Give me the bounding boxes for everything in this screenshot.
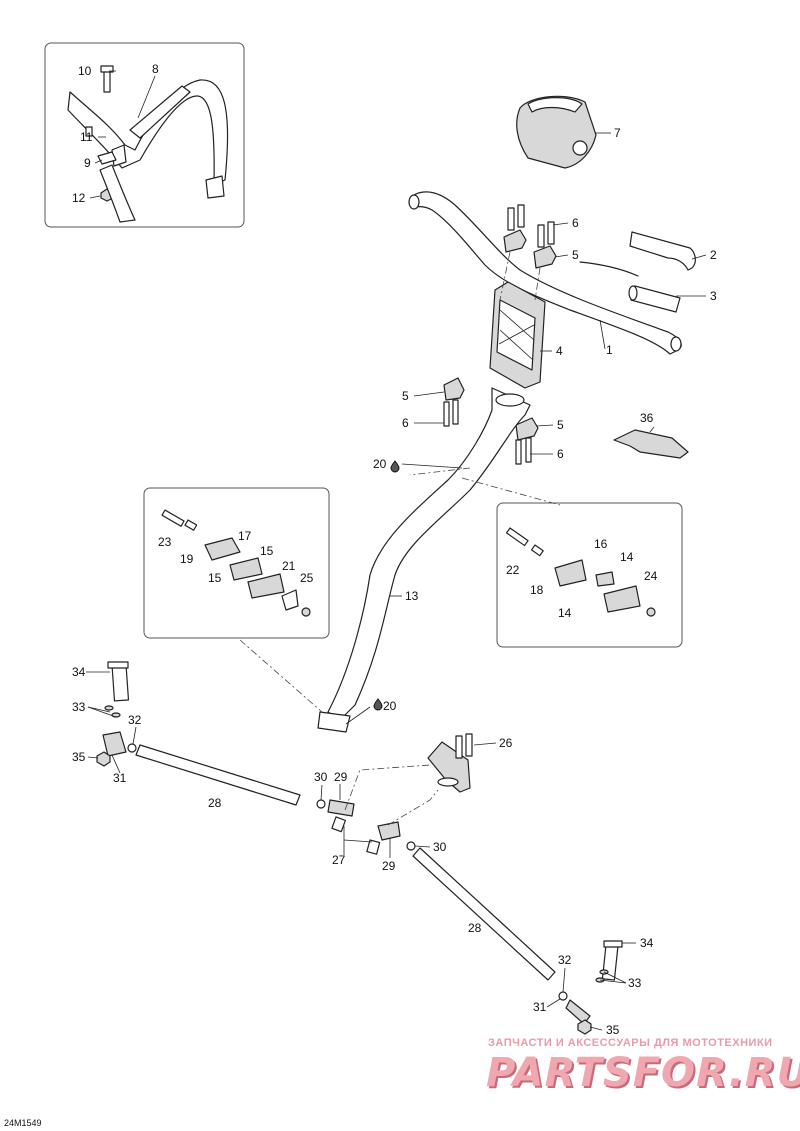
callout-20b: 20: [383, 699, 397, 713]
callout-35b: 35: [606, 1023, 620, 1037]
callout-8: 8: [152, 62, 159, 76]
tie-rod-left-assembly: [96, 661, 355, 833]
callout-35a: 35: [72, 750, 86, 764]
callout-6b: 6: [402, 416, 409, 430]
callout-16: 16: [594, 537, 608, 551]
callout-28a: 28: [208, 796, 222, 810]
callout-33b: 33: [628, 976, 642, 990]
callout-5c: 5: [557, 418, 564, 432]
callout-23: 23: [158, 535, 172, 549]
document-code: 24M1549: [4, 1118, 42, 1128]
callout-17: 17: [238, 529, 252, 543]
callout-36: 36: [640, 411, 654, 425]
callout-9: 9: [84, 156, 91, 170]
upper-clamps: [499, 204, 557, 301]
callout-1: 1: [606, 343, 613, 357]
callout-13: 13: [405, 589, 419, 603]
callout-6c: 6: [557, 447, 564, 461]
callout-29a: 29: [334, 770, 348, 784]
callout-20a: 20: [373, 457, 387, 471]
tie-rod-right-assembly: [366, 821, 623, 1035]
callout-5a: 5: [572, 248, 579, 262]
callout-29b: 29: [382, 859, 396, 873]
callout-21: 21: [282, 559, 296, 573]
callout-14a: 14: [558, 606, 572, 620]
leader-lines: [86, 70, 707, 1031]
callout-15b: 15: [260, 544, 274, 558]
callout-4: 4: [556, 344, 563, 358]
inset-box-left-ball-joint: [143, 487, 330, 639]
handlebar: [408, 191, 682, 355]
grip-right: [628, 285, 681, 313]
lower-clamps: [443, 377, 539, 465]
oil-drop-icon: [373, 698, 383, 711]
left-ball-joint-inset: [161, 509, 311, 617]
steering-column: [317, 387, 531, 733]
steering-arm: [427, 733, 473, 793]
right-ball-joint-inset: [505, 527, 656, 617]
callout-10: 10: [78, 64, 92, 78]
watermark-logo: PARTSFOR.RU: [486, 1050, 800, 1096]
callout-31b: 31: [533, 1000, 547, 1014]
callout-33a: 33: [72, 700, 86, 714]
callout-19: 19: [180, 552, 194, 566]
inset-box-handlebar-clamp: [44, 42, 245, 228]
callout-32b: 32: [558, 953, 572, 967]
callout-30a: 30: [314, 770, 328, 784]
callout-26: 26: [499, 736, 513, 750]
callout-27: 27: [332, 853, 346, 867]
callout-14b: 14: [620, 550, 634, 564]
callout-5b: 5: [402, 389, 409, 403]
callout-30b: 30: [433, 840, 447, 854]
callout-labels: 1 2 3 4 5 5 5 6 6 6 7 8 9 10 11 12 13 14…: [72, 62, 717, 1037]
inset-box-right-ball-joint: [496, 502, 683, 648]
callout-2: 2: [710, 248, 717, 262]
grip-left: [629, 231, 696, 271]
callout-25: 25: [300, 571, 314, 585]
handlebar-cover: [516, 95, 597, 169]
callout-24: 24: [644, 569, 658, 583]
callout-34a: 34: [72, 665, 86, 679]
watermark-tagline: ЗАПЧАСТИ И АКСЕССУАРЫ ДЛЯ МОТОТЕХНИКИ: [488, 1037, 773, 1049]
callout-3: 3: [710, 289, 717, 303]
callout-6a: 6: [572, 216, 579, 230]
handlebar-pad-inset: [67, 65, 229, 223]
callout-22: 22: [506, 563, 520, 577]
oil-drop-icon: [390, 460, 400, 473]
callout-31a: 31: [113, 771, 127, 785]
callout-32a: 32: [128, 713, 142, 727]
callout-34b: 34: [640, 936, 654, 950]
callout-18: 18: [530, 583, 544, 597]
callout-7: 7: [614, 126, 621, 140]
riser-block: [489, 281, 546, 389]
callout-15a: 15: [208, 571, 222, 585]
callout-11: 11: [80, 130, 93, 144]
callout-28b: 28: [468, 921, 482, 935]
plate: [613, 429, 689, 459]
callout-12: 12: [72, 191, 86, 205]
